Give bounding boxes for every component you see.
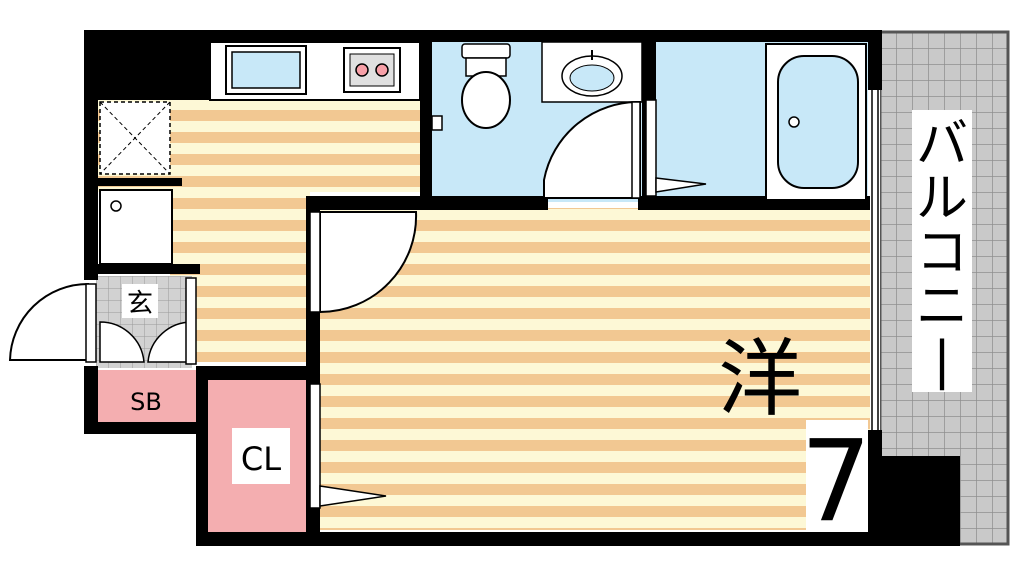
entrance-label: 玄: [127, 289, 153, 319]
western-room-size: 7: [800, 417, 871, 547]
walls: [84, 30, 960, 546]
washbasin-icon: [541, 41, 643, 103]
closet-door: [309, 383, 387, 509]
balcony-label-char: バ: [916, 115, 968, 175]
toilet-icon: [461, 43, 511, 129]
refrigerator-icon: [99, 101, 171, 175]
western-room-floor: [318, 208, 870, 530]
entrance-door: [8, 282, 97, 363]
shoe-box: [96, 370, 196, 422]
entrance-step: [185, 277, 197, 365]
bathtub-icon: [765, 43, 867, 201]
window: [870, 90, 880, 430]
balcony-label-char: ニ: [916, 277, 968, 337]
svg-text:バルコニ|: バルコニ|: [916, 115, 968, 391]
balcony-label-char: コ: [916, 223, 968, 283]
balcony-label: バルコニ|: [916, 115, 968, 391]
washroom-door: [543, 100, 641, 199]
balcony-label-char: ル: [916, 169, 968, 229]
shoe-box-label: SB: [130, 388, 162, 416]
stove-icon: [343, 47, 401, 93]
washing-machine-icon: [99, 189, 173, 265]
sink-icon: [225, 45, 307, 95]
closet-label: CL: [241, 440, 281, 478]
western-room-label: 洋: [718, 330, 802, 428]
room-door: [309, 211, 418, 314]
balcony-label-char: |: [933, 331, 951, 391]
entrance-inner-door: [99, 321, 193, 363]
kitchen-counter: [209, 41, 421, 101]
bathroom-door: [645, 99, 707, 197]
paper-holder: [431, 115, 443, 131]
